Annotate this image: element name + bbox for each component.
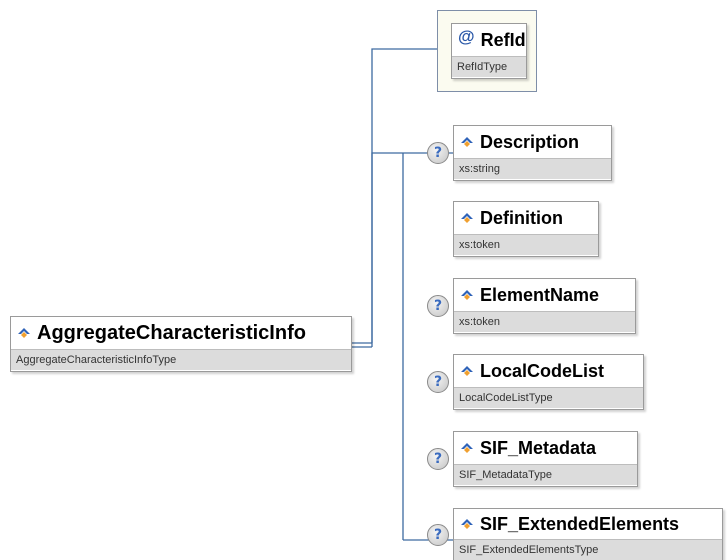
root-element-name: AggregateCharacteristicInfo: [37, 321, 306, 344]
element-icon: [460, 288, 474, 302]
element-name: SIF_ExtendedElements: [480, 513, 680, 534]
element-icon: [460, 135, 474, 149]
element-type: xs:string: [454, 158, 611, 179]
element-type: SIF_MetadataType: [454, 464, 637, 485]
element-icon: [17, 326, 31, 340]
element-name: Description: [480, 131, 580, 152]
element-box-definition[interactable]: Definition xs:token: [453, 201, 599, 257]
element-box-description[interactable]: Description xs:string: [453, 125, 612, 181]
attribute-group-frame: @ RefId RefIdType: [437, 10, 537, 92]
element-box-localcodelist[interactable]: LocalCodeList LocalCodeListType: [453, 354, 644, 410]
element-icon: [460, 364, 474, 378]
optional-icon: ?: [427, 371, 449, 393]
attribute-box-refid[interactable]: @ RefId RefIdType: [451, 23, 527, 79]
optional-icon: ?: [427, 524, 449, 546]
element-type: LocalCodeListType: [454, 387, 643, 408]
element-name: SIF_Metadata: [480, 437, 597, 458]
element-name: ElementName: [480, 284, 600, 305]
element-type: SIF_ExtendedElementsType: [454, 539, 722, 560]
element-icon: [460, 441, 474, 455]
element-title: SIF_ExtendedElements: [454, 509, 722, 539]
element-title: ElementName: [454, 279, 635, 311]
element-name: Definition: [480, 207, 563, 228]
element-type: xs:token: [454, 234, 598, 255]
optional-icon: ?: [427, 448, 449, 470]
root-element-box[interactable]: AggregateCharacteristicInfo AggregateCha…: [10, 316, 352, 372]
optional-icon: ?: [427, 295, 449, 317]
element-title: Definition: [454, 202, 598, 234]
element-box-elementname[interactable]: ElementName xs:token: [453, 278, 636, 334]
element-icon: [460, 211, 474, 225]
attribute-name: RefId: [480, 29, 526, 50]
element-title: Description: [454, 126, 611, 158]
optional-icon: ?: [427, 142, 449, 164]
attribute-title: @ RefId: [452, 24, 526, 56]
element-type: xs:token: [454, 311, 635, 332]
element-title: SIF_Metadata: [454, 432, 637, 464]
element-box-sif-metadata[interactable]: SIF_Metadata SIF_MetadataType: [453, 431, 638, 487]
element-icon: [460, 517, 474, 531]
attribute-icon: @: [458, 27, 475, 46]
element-title: LocalCodeList: [454, 355, 643, 387]
attribute-type: RefIdType: [452, 56, 526, 77]
root-element-title: AggregateCharacteristicInfo: [11, 317, 351, 349]
element-box-sif-extendedelements[interactable]: SIF_ExtendedElements SIF_ExtendedElement…: [453, 508, 723, 560]
root-element-type: AggregateCharacteristicInfoType: [11, 349, 351, 370]
element-name: LocalCodeList: [480, 360, 605, 381]
